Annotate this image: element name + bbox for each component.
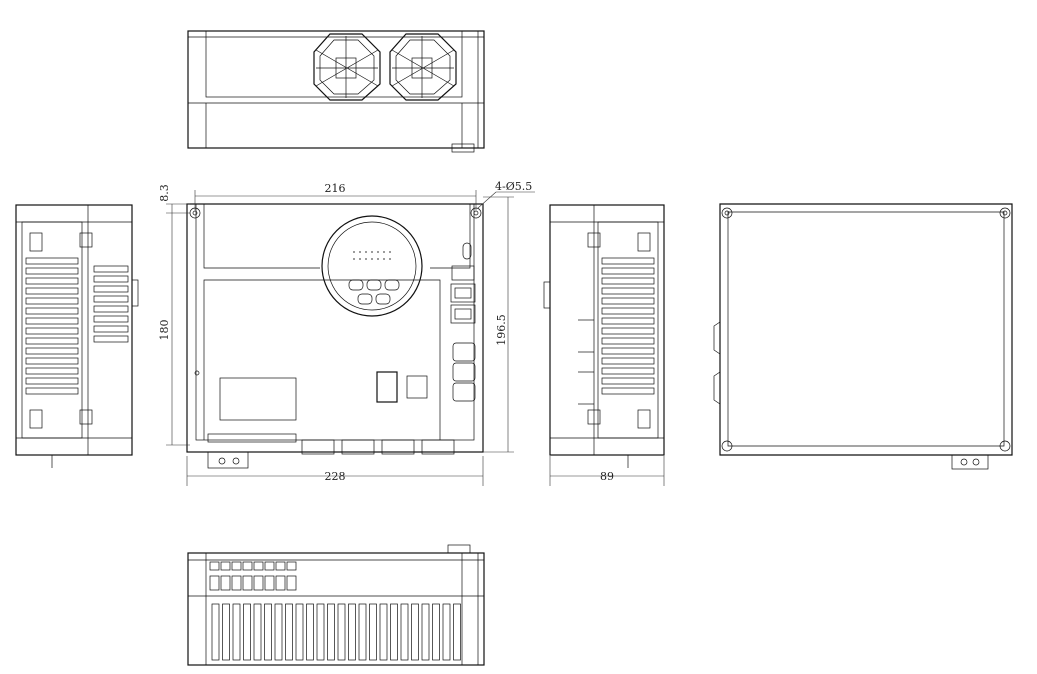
terminal-row bbox=[209, 561, 297, 591]
dimensions: 216 4-Ø5.5 228 180 8.3 196.5 89 bbox=[158, 180, 665, 486]
bottom-view bbox=[187, 544, 485, 666]
dim-width-228: 228 bbox=[325, 470, 346, 483]
dim-width-216: 216 bbox=[325, 182, 346, 195]
front-view bbox=[186, 203, 484, 469]
right-side-view bbox=[543, 204, 665, 468]
back-view bbox=[713, 203, 1013, 470]
vent-slots bbox=[25, 257, 79, 395]
top-view bbox=[187, 30, 485, 153]
rj45-ports bbox=[450, 283, 476, 324]
keypad-display bbox=[321, 215, 423, 317]
dim-mount-holes: 4-Ø5.5 bbox=[495, 180, 532, 193]
fan-grille-left bbox=[313, 33, 381, 101]
fan-grille-right bbox=[389, 33, 457, 101]
dim-height-180: 180 bbox=[158, 320, 171, 341]
left-side-view bbox=[15, 204, 139, 468]
vent-slots bbox=[93, 265, 129, 343]
dim-height-196-5: 196.5 bbox=[495, 314, 508, 346]
vent-slots bbox=[601, 257, 655, 395]
terminal-connectors bbox=[452, 342, 476, 402]
dim-offset-8-3: 8.3 bbox=[158, 184, 171, 202]
bottom-terminal-blocks bbox=[301, 439, 455, 455]
vent-slots bbox=[211, 603, 461, 661]
dim-depth-89: 89 bbox=[600, 470, 614, 483]
